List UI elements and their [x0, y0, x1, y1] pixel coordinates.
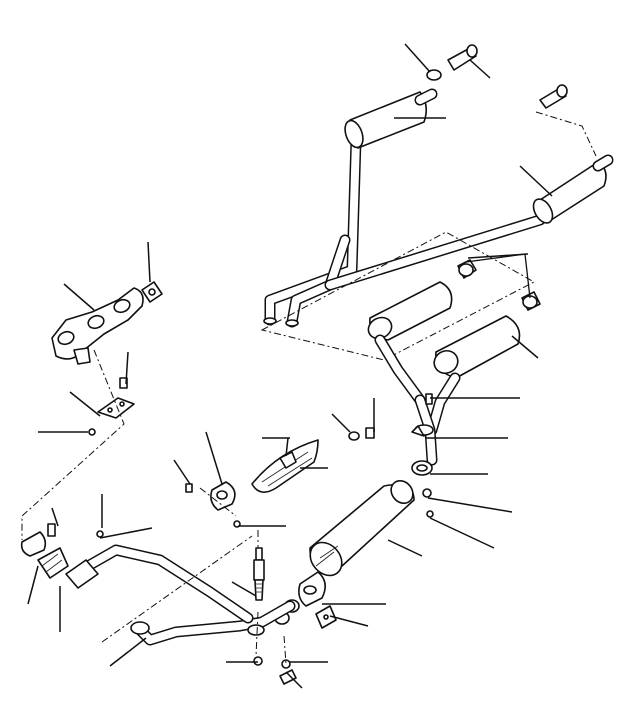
manifold-downpipe [20, 523, 104, 589]
callout-line [231, 581, 257, 597]
callout-line [331, 413, 351, 433]
rear-silencer-right [532, 154, 614, 224]
callout-line [469, 59, 491, 79]
callout-line [329, 615, 369, 627]
rubber-mounting-rings [457, 253, 541, 311]
rear-silencer-upper [344, 88, 438, 149]
callout-line [69, 391, 101, 417]
callout-line [147, 241, 151, 283]
exhaust-manifold [51, 287, 144, 365]
mounting-bracket [315, 605, 337, 629]
callout-line [109, 637, 147, 667]
callout-line [467, 253, 529, 259]
callout-line [387, 539, 423, 557]
assembly-guide-lines [21, 349, 287, 665]
oxygen-sensor [253, 547, 265, 601]
tail-pipe-finisher [426, 44, 568, 109]
front-pipe-clamp [247, 624, 297, 685]
pipe-clamp [411, 460, 434, 518]
callout-line [519, 165, 553, 197]
callout-line [63, 283, 95, 311]
front-down-pipe [82, 544, 296, 646]
y-piece-joint [411, 393, 438, 466]
callout-line [429, 517, 495, 549]
callout-line [205, 431, 223, 485]
rear-mount-boundary [260, 231, 536, 361]
bolt-pair [348, 427, 375, 441]
callout-leaders [27, 43, 553, 689]
callout-line [511, 335, 539, 359]
intermediate-flange [185, 481, 241, 528]
callout-line [427, 497, 513, 513]
callout-line [404, 43, 431, 73]
callout-line [125, 351, 129, 385]
callout-line [51, 507, 59, 527]
callout-line [285, 437, 289, 457]
tail-pipe-guide [535, 111, 597, 157]
heat-shield [251, 439, 319, 493]
callout-line [27, 565, 39, 605]
manifold-heat-bracket [88, 377, 135, 436]
manifold-gasket [141, 281, 163, 303]
callout-line [173, 459, 191, 485]
rear-pipe-assembly [263, 134, 546, 328]
catalytic-converter [309, 479, 415, 577]
intermediate-silencer-left [367, 281, 453, 406]
intermediate-silencer-right [426, 315, 521, 436]
callout-line [99, 527, 153, 539]
callout-line [285, 671, 303, 689]
